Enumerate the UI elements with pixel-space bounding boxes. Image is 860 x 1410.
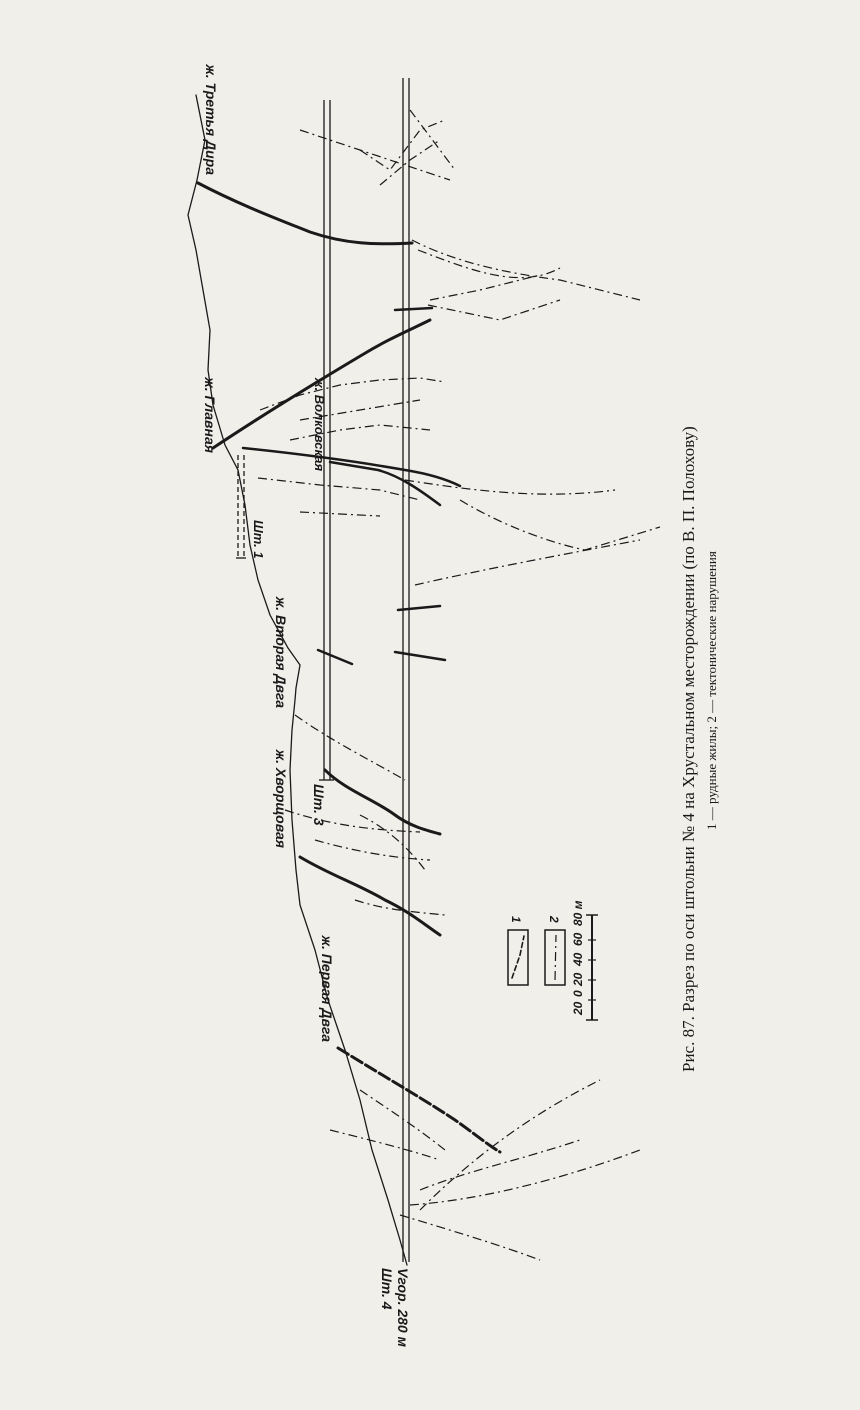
vein-khvoshchovaya — [300, 857, 440, 935]
scale-label-2: 20 — [571, 972, 585, 987]
vein-volkovskaya — [330, 462, 440, 505]
vein-tretya-dira — [198, 183, 412, 244]
label-adit-4: Шт. 4 — [379, 1268, 395, 1310]
ore-veins — [198, 183, 500, 1152]
scale-label-3: 40 — [571, 952, 585, 967]
scale-label-5: 80 м — [571, 900, 585, 926]
label-vein-glavnaya: ж. Главная — [202, 376, 218, 453]
legend-item-1-number: 1 — [509, 916, 523, 923]
vein-pervaya — [338, 1048, 500, 1152]
ground-surface — [188, 95, 407, 1265]
label-vein-pervaya-dvga: ж. Первая Двга — [319, 935, 335, 1043]
legend-item-2-number: 2 — [547, 915, 561, 923]
scale-label-1: 0 — [571, 990, 585, 997]
scale-bar: 20 0 20 40 60 80 м — [571, 900, 598, 1020]
vein-glavnaya-lower — [243, 448, 460, 486]
tectonic-faults — [258, 110, 660, 1260]
label-vein-volkovskaya: ж. Волковская — [312, 377, 327, 471]
label-vein-tretya-dira: ж. Третья Дира — [203, 63, 219, 175]
adit-4-gallery — [403, 78, 409, 1262]
caption-legend: 1 — рудные жилы; 2 — тектонические наруш… — [704, 551, 719, 830]
label-adit-4-elevation: Vгор. 280 м — [395, 1268, 411, 1348]
label-adit-1: Шт. 1 — [251, 520, 266, 559]
caption-title: Рис. 87. Разрез по оси штольни № 4 на Хр… — [679, 426, 698, 1072]
label-adit-3: Шт. 3 — [311, 784, 327, 826]
label-vein-vtoraya-dvga: ж. Вторая Двга — [273, 596, 289, 708]
label-vein-khvoshchovaya: ж. Хворщовая — [273, 749, 289, 848]
scale-label-0: 20 — [571, 1001, 585, 1016]
scale-label-4: 60 — [571, 932, 585, 946]
legend: 1 2 — [508, 915, 565, 985]
